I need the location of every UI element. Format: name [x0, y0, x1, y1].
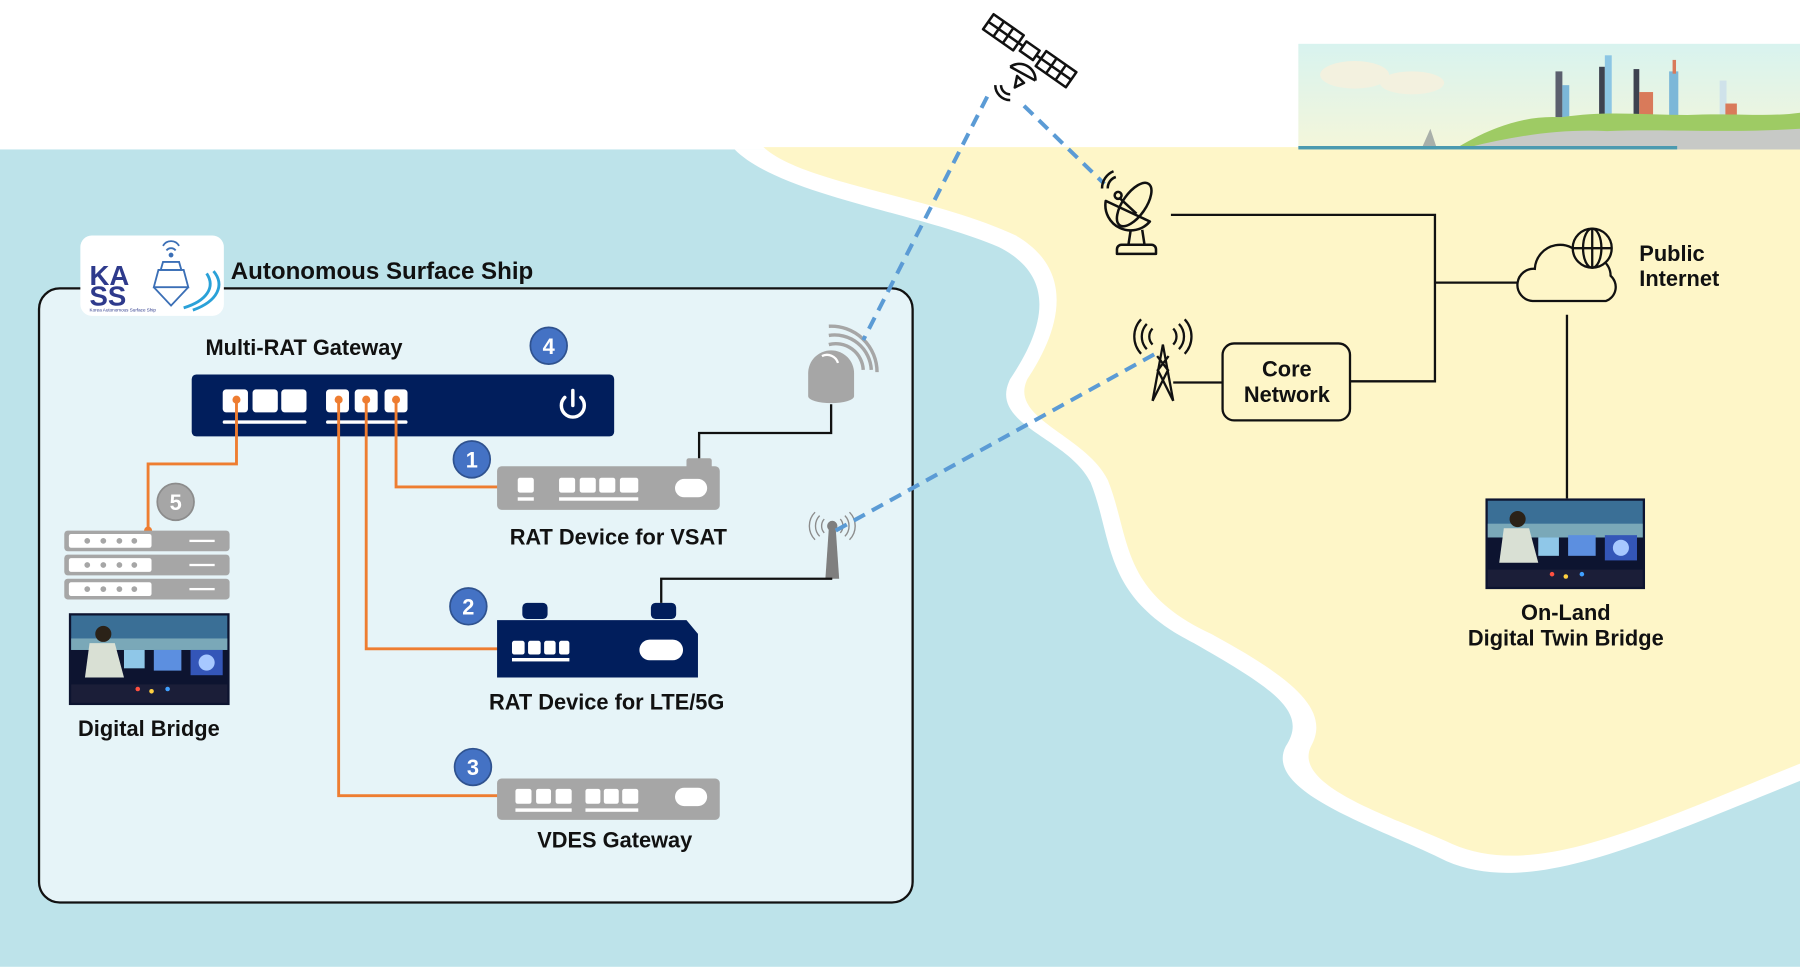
svg-text:2: 2 — [462, 594, 474, 619]
backbone-links — [1170, 213, 1569, 499]
rat-device-lte5g-label: RAT Device for LTE/5G — [489, 690, 724, 715]
logo-text-top: KA — [90, 260, 130, 291]
power-icon[interactable] — [559, 388, 586, 419]
svg-text:4: 4 — [543, 334, 555, 359]
svg-text:3: 3 — [467, 755, 479, 780]
digital-bridge-label: Digital Bridge — [78, 716, 220, 741]
globe-icon — [1571, 227, 1613, 269]
city-skyline-image — [1298, 43, 1800, 150]
wire-to-server — [146, 399, 238, 531]
digital-twin-bridge-photo — [1485, 498, 1646, 590]
wire-to-vdes — [337, 399, 523, 798]
lte-antenna-icon — [808, 511, 856, 579]
land-area — [763, 147, 1800, 856]
public-internet-label-line2: Internet — [1639, 266, 1719, 291]
core-network-label-line1: Core — [1262, 357, 1312, 382]
cloud-globe-icon[interactable] — [1516, 227, 1617, 303]
logo-text-bottom: SS — [90, 281, 127, 312]
rat-device-lte5g[interactable] — [497, 602, 698, 678]
ship-title: Autonomous Surface Ship — [231, 258, 534, 285]
svg-text:1: 1 — [466, 447, 478, 472]
badge-2: 2 — [449, 587, 488, 626]
multi-rat-gateway-device[interactable] — [191, 374, 615, 437]
vdes-gateway-label: VDES Gateway — [537, 827, 692, 852]
radio-link-satellite-to-vsat — [861, 95, 990, 341]
core-network-node[interactable]: Core Network — [1221, 342, 1352, 422]
wave-icon — [183, 270, 221, 312]
radio-link-satellite-to-ground-station — [1022, 104, 1106, 186]
badge-1: 1 — [452, 440, 492, 479]
badge-5: 5 — [156, 482, 195, 522]
public-internet-label-line1: Public — [1639, 241, 1704, 266]
kass-logo: KA SS Korea Autonomous Surface Ship — [80, 235, 224, 316]
badge-3: 3 — [453, 747, 493, 787]
wire-to-vsat — [394, 399, 526, 489]
vsat-cable — [697, 404, 833, 459]
logo-subtitle: Korea Autonomous Surface Ship — [90, 307, 157, 312]
satellite-dish-icon — [1100, 170, 1158, 256]
satellite-icon — [981, 12, 1078, 102]
ethernet-wires — [144, 395, 530, 800]
digital-twin-bridge-label-line1: On-Land — [1521, 600, 1611, 625]
link-core-to-ground-station — [1170, 213, 1437, 383]
rat-device-vsat-label: RAT Device for VSAT — [510, 524, 728, 549]
vdes-gateway-device[interactable] — [497, 778, 720, 820]
server-rack-icon[interactable] — [64, 530, 230, 600]
ship-wifi-icon — [152, 240, 190, 307]
gateway-ports — [222, 389, 408, 424]
wire-to-lte — [364, 399, 517, 651]
svg-text:5: 5 — [170, 490, 182, 515]
digital-twin-bridge-label-line2: Digital Twin Bridge — [1468, 625, 1664, 650]
cell-tower-icon — [1133, 318, 1193, 402]
lte-cable — [660, 577, 833, 603]
rat-device-vsat[interactable] — [497, 458, 720, 510]
badge-4: 4 — [529, 326, 568, 365]
core-network-label-line2: Network — [1244, 382, 1331, 407]
digital-bridge-photo — [68, 613, 230, 706]
multi-rat-gateway-label: Multi-RAT Gateway — [205, 335, 402, 360]
